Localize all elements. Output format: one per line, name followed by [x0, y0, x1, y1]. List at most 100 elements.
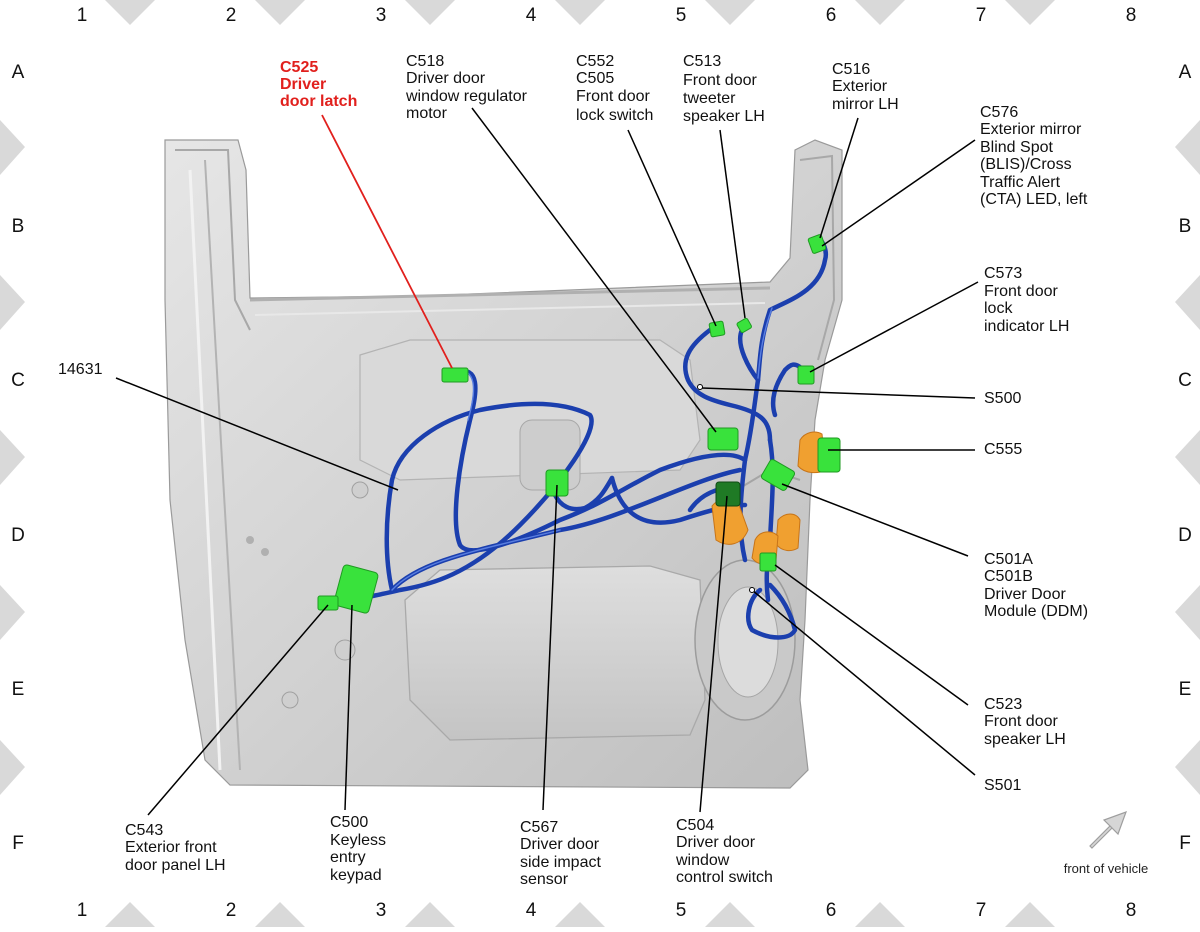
column-labels-bottom: 1 2 3 4 5 6 7 8: [77, 900, 1137, 921]
label-line: Driver door: [676, 834, 756, 851]
label-line: S500: [984, 390, 1021, 407]
label-line: Keyless: [330, 832, 386, 849]
leader-c500: [344, 604, 353, 811]
leader-14631: [115, 377, 399, 491]
label-line: speaker LH: [683, 108, 765, 125]
label-line: Driver door: [406, 70, 486, 87]
grid-row-label: F: [1179, 833, 1191, 854]
callout-c523: C523 Front door speaker LH: [984, 696, 1066, 748]
leader-c573: [809, 281, 979, 373]
label-line: C505: [576, 70, 614, 87]
label-line: Exterior: [832, 78, 888, 95]
grid-row-label: B: [12, 216, 25, 237]
grid-col-label: 1: [77, 5, 88, 26]
leader-c504: [699, 495, 728, 813]
label-line: C513: [683, 53, 721, 70]
connector-c552-c505: [708, 320, 726, 338]
connector-c523: [759, 552, 777, 572]
connector-c555: [817, 437, 841, 473]
orientation-text: front of vehicle: [1064, 861, 1149, 876]
label-line: Module (DDM): [984, 603, 1088, 620]
label-line: C567: [520, 819, 558, 836]
orientation-indicator: front of vehicle: [1064, 810, 1149, 876]
callout-c543: C543 Exterior front door panel LH: [125, 822, 226, 874]
connector-c500: [333, 564, 379, 614]
left-border-ticks: [0, 120, 25, 795]
callout-14631: 14631: [58, 361, 103, 378]
callout-c501: C501A C501B Driver Door Module (DDM): [984, 551, 1088, 620]
orange-module-housings: [711, 431, 827, 565]
callout-s500: S500: [984, 390, 1021, 407]
label-line: C573: [984, 265, 1022, 282]
label-line: Driver door: [520, 836, 600, 853]
label-line: side impact: [520, 854, 601, 871]
callout-s501: S501: [984, 777, 1021, 794]
connector-c513: [736, 317, 752, 333]
leader-c516: [819, 117, 859, 239]
connectors: [317, 234, 841, 614]
wire-harness: [327, 235, 828, 640]
callout-c500: C500 Keyless entry keypad: [330, 814, 386, 884]
label-line: Front door: [984, 713, 1058, 730]
callout-c555: C555: [984, 441, 1022, 458]
label-line: control switch: [676, 869, 773, 886]
grid-col-label: 6: [826, 900, 837, 921]
row-labels-right: A B C D E F: [1178, 62, 1192, 854]
label-line: speaker LH: [984, 731, 1066, 748]
label-line: C525: [280, 59, 318, 76]
grid-row-label: E: [12, 679, 25, 700]
grid-col-label: 7: [976, 5, 987, 26]
callout-c552-c505: C552 C505 Front door lock switch: [576, 53, 653, 124]
label-line: Exterior front: [125, 839, 217, 856]
label-line: (BLIS)/Cross: [980, 156, 1072, 173]
leader-c513: [719, 129, 746, 319]
grid-col-label: 3: [376, 5, 387, 26]
label-line: Blind Spot: [980, 139, 1053, 156]
label-line: keypad: [330, 867, 382, 884]
top-border-ticks: [105, 0, 1055, 25]
label-line: mirror LH: [832, 96, 899, 113]
callout-c516: C516 Exterior mirror LH: [832, 61, 899, 113]
grid-col-label: 8: [1126, 900, 1137, 921]
leader-c543: [147, 604, 329, 816]
leader-c518: [471, 107, 717, 433]
grid-row-label: F: [12, 833, 24, 854]
label-line: C552: [576, 53, 614, 70]
label-line: Driver: [280, 76, 326, 93]
label-line: Front door: [984, 283, 1058, 300]
callout-c518: C518 Driver door window regulator motor: [405, 53, 528, 122]
right-border-ticks: [1175, 120, 1200, 795]
grid-col-label: 6: [826, 5, 837, 26]
label-line: C504: [676, 817, 714, 834]
callout-c513: C513 Front door tweeter speaker LH: [683, 53, 765, 125]
label-line: tweeter: [683, 90, 736, 107]
label-line: window: [675, 852, 730, 869]
label-line: door panel LH: [125, 857, 226, 874]
label-line: Front door: [683, 72, 757, 89]
label-line: motor: [406, 105, 448, 122]
label-line: C501A: [984, 551, 1033, 568]
leader-c501: [781, 483, 969, 557]
grid-row-label: C: [11, 370, 25, 391]
arrow-up-right-icon: [1089, 810, 1128, 849]
callout-c573: C573 Front door lock indicator LH: [984, 265, 1069, 335]
splice-s501: [749, 587, 755, 593]
grid-row-label: A: [12, 62, 25, 83]
grid-row-label: B: [1179, 216, 1192, 237]
grid-col-label: 5: [676, 5, 687, 26]
grid-col-label: 3: [376, 900, 387, 921]
connector-c501: [760, 459, 796, 491]
grid-row-label: C: [1178, 370, 1192, 391]
label-line: C516: [832, 61, 870, 78]
label-line: lock: [984, 300, 1013, 317]
connector-c543: [317, 595, 339, 611]
grid-col-label: 4: [526, 900, 537, 921]
label-line: (CTA) LED, left: [980, 191, 1088, 208]
grid-row-label: A: [1179, 62, 1192, 83]
label-line: Driver Door: [984, 586, 1066, 603]
door-inner-panel: [164, 139, 843, 789]
leader-s500: [701, 387, 976, 399]
label-line: indicator LH: [984, 318, 1069, 335]
grid-row-label: D: [11, 525, 25, 546]
